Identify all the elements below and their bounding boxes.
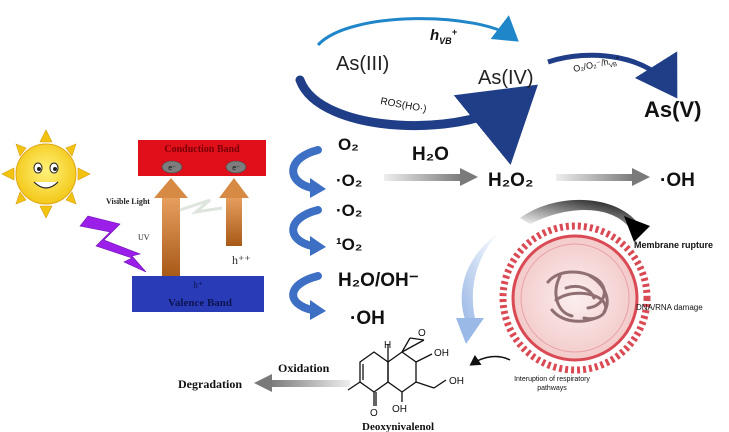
h2o2-label: H₂O₂ [488,170,533,191]
o2-label: O₂ [338,135,359,154]
valence-band [132,276,264,312]
oh-right-label: ·OH [660,170,695,191]
degradation-arrow [254,374,350,392]
curved-arrow-1-head [310,178,326,198]
don-name-label: Deoxynivalenol [362,421,434,432]
light-blue-arrow-head [456,318,484,344]
hvb-label: hVB+ [430,27,458,46]
curved-arrow-1 [289,146,322,192]
don-oh-3: OH [392,404,407,415]
uv-label: UV [138,233,150,242]
black-swoosh-arrow [520,199,640,226]
curved-arrow-2 [289,206,322,250]
as5-label: As(V) [644,97,701,122]
ros-arc-arrow [295,75,538,165]
as4-label: As(IV) [478,67,534,89]
curved-arrow-2-head [310,236,326,256]
lightning-icon [79,215,147,273]
oxidation-label: Oxidation [278,361,330,375]
hvb-arc-arrow [316,15,519,47]
respiratory-label-2: pathways [537,385,567,392]
excitation-arrow-2 [219,178,249,246]
light-ray-decoration [179,198,223,215]
respiratory-label-1: Interuption of respiratory [514,376,590,383]
gray-arrow-2 [556,168,650,186]
don-h: H [384,340,391,351]
superoxide-label: ·O₂ [336,171,362,190]
electron-1-label: e⁻ [168,165,176,172]
hole-label: h⁺⁺ [232,253,251,267]
curved-arrow-3-head [310,300,326,320]
h2o-label: H₂O [412,144,449,165]
valence-hole-label: h⁺ [193,280,203,290]
degradation-label: Degradation [178,377,242,391]
don-carbonyl-o: O [370,408,378,419]
valence-band-label: Valence Band [168,297,232,309]
don-oh-2: OH [449,376,464,387]
electron-1 [161,160,183,174]
conduction-band-label: Conduction Band [164,144,240,155]
deoxynivalenol-structure [347,337,447,406]
sun-icon [1,129,91,219]
electron-2-label: e⁻ [232,165,240,172]
don-oh-1: OH [434,348,449,359]
bacterial-cell [499,222,651,374]
excitation-arrow-1 [154,178,188,276]
as3-label: As(III) [336,53,389,75]
as5-arc-arrow [547,51,678,99]
curved-arrow-3 [289,272,322,314]
black-swoosh-head [624,216,650,242]
electron-2 [225,160,247,174]
dna-damage-label: DNA/RNA damage [636,303,703,312]
membrane-rupture-label: Membrane rupture [634,240,713,250]
dna-tangle [546,270,609,323]
light-blue-arrow [461,232,500,322]
ros-label: ROS(HO·) [379,96,427,115]
cell-to-don-arrow [469,354,511,366]
don-epoxide-o: O [418,328,426,339]
oh-bottom-label: ·OH [350,308,385,329]
singlet-oxygen-label: ¹O₂ [336,235,362,254]
superoxide-2-label: ·O₂ [336,201,362,220]
h2o-oh-label: H₂O/OH⁻ [338,270,419,291]
visible-light-label: Visible Light [106,197,150,206]
gray-arrow-1 [384,168,478,186]
